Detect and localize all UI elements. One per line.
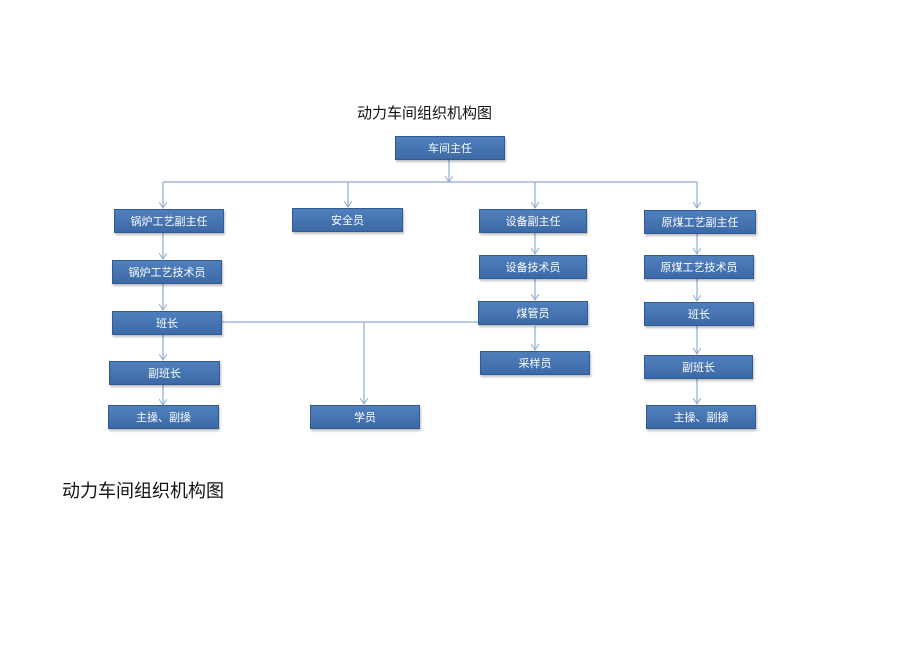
node-boiler-technician: 锅炉工艺技术员 [112,260,222,284]
node-sampler: 采样员 [480,351,590,375]
node-coal-operators: 主操、副操 [646,405,756,429]
node-equipment-technician: 设备技术员 [479,255,587,279]
node-raw-coal-technician: 原煤工艺技术员 [644,255,754,279]
node-workshop-director: 车间主任 [395,136,505,160]
page-heading: 动力车间组织机构图 [62,481,224,502]
node-coal-manager: 煤管员 [478,301,588,325]
node-boiler-deputy-leader: 副班长 [109,361,220,385]
node-trainee: 学员 [310,405,420,429]
node-safety-officer: 安全员 [292,208,403,232]
node-equipment-deputy-director: 设备副主任 [479,209,587,233]
node-raw-coal-deputy-director: 原煤工艺副主任 [644,210,756,234]
node-coal-team-leader: 班长 [644,302,754,326]
node-coal-deputy-leader: 副班长 [644,355,753,379]
chart-title: 动力车间组织机构图 [357,104,493,122]
node-boiler-team-leader: 班长 [112,311,222,335]
node-boiler-operators: 主操、副操 [108,405,219,429]
node-boiler-process-deputy-director: 锅炉工艺副主任 [114,209,224,233]
